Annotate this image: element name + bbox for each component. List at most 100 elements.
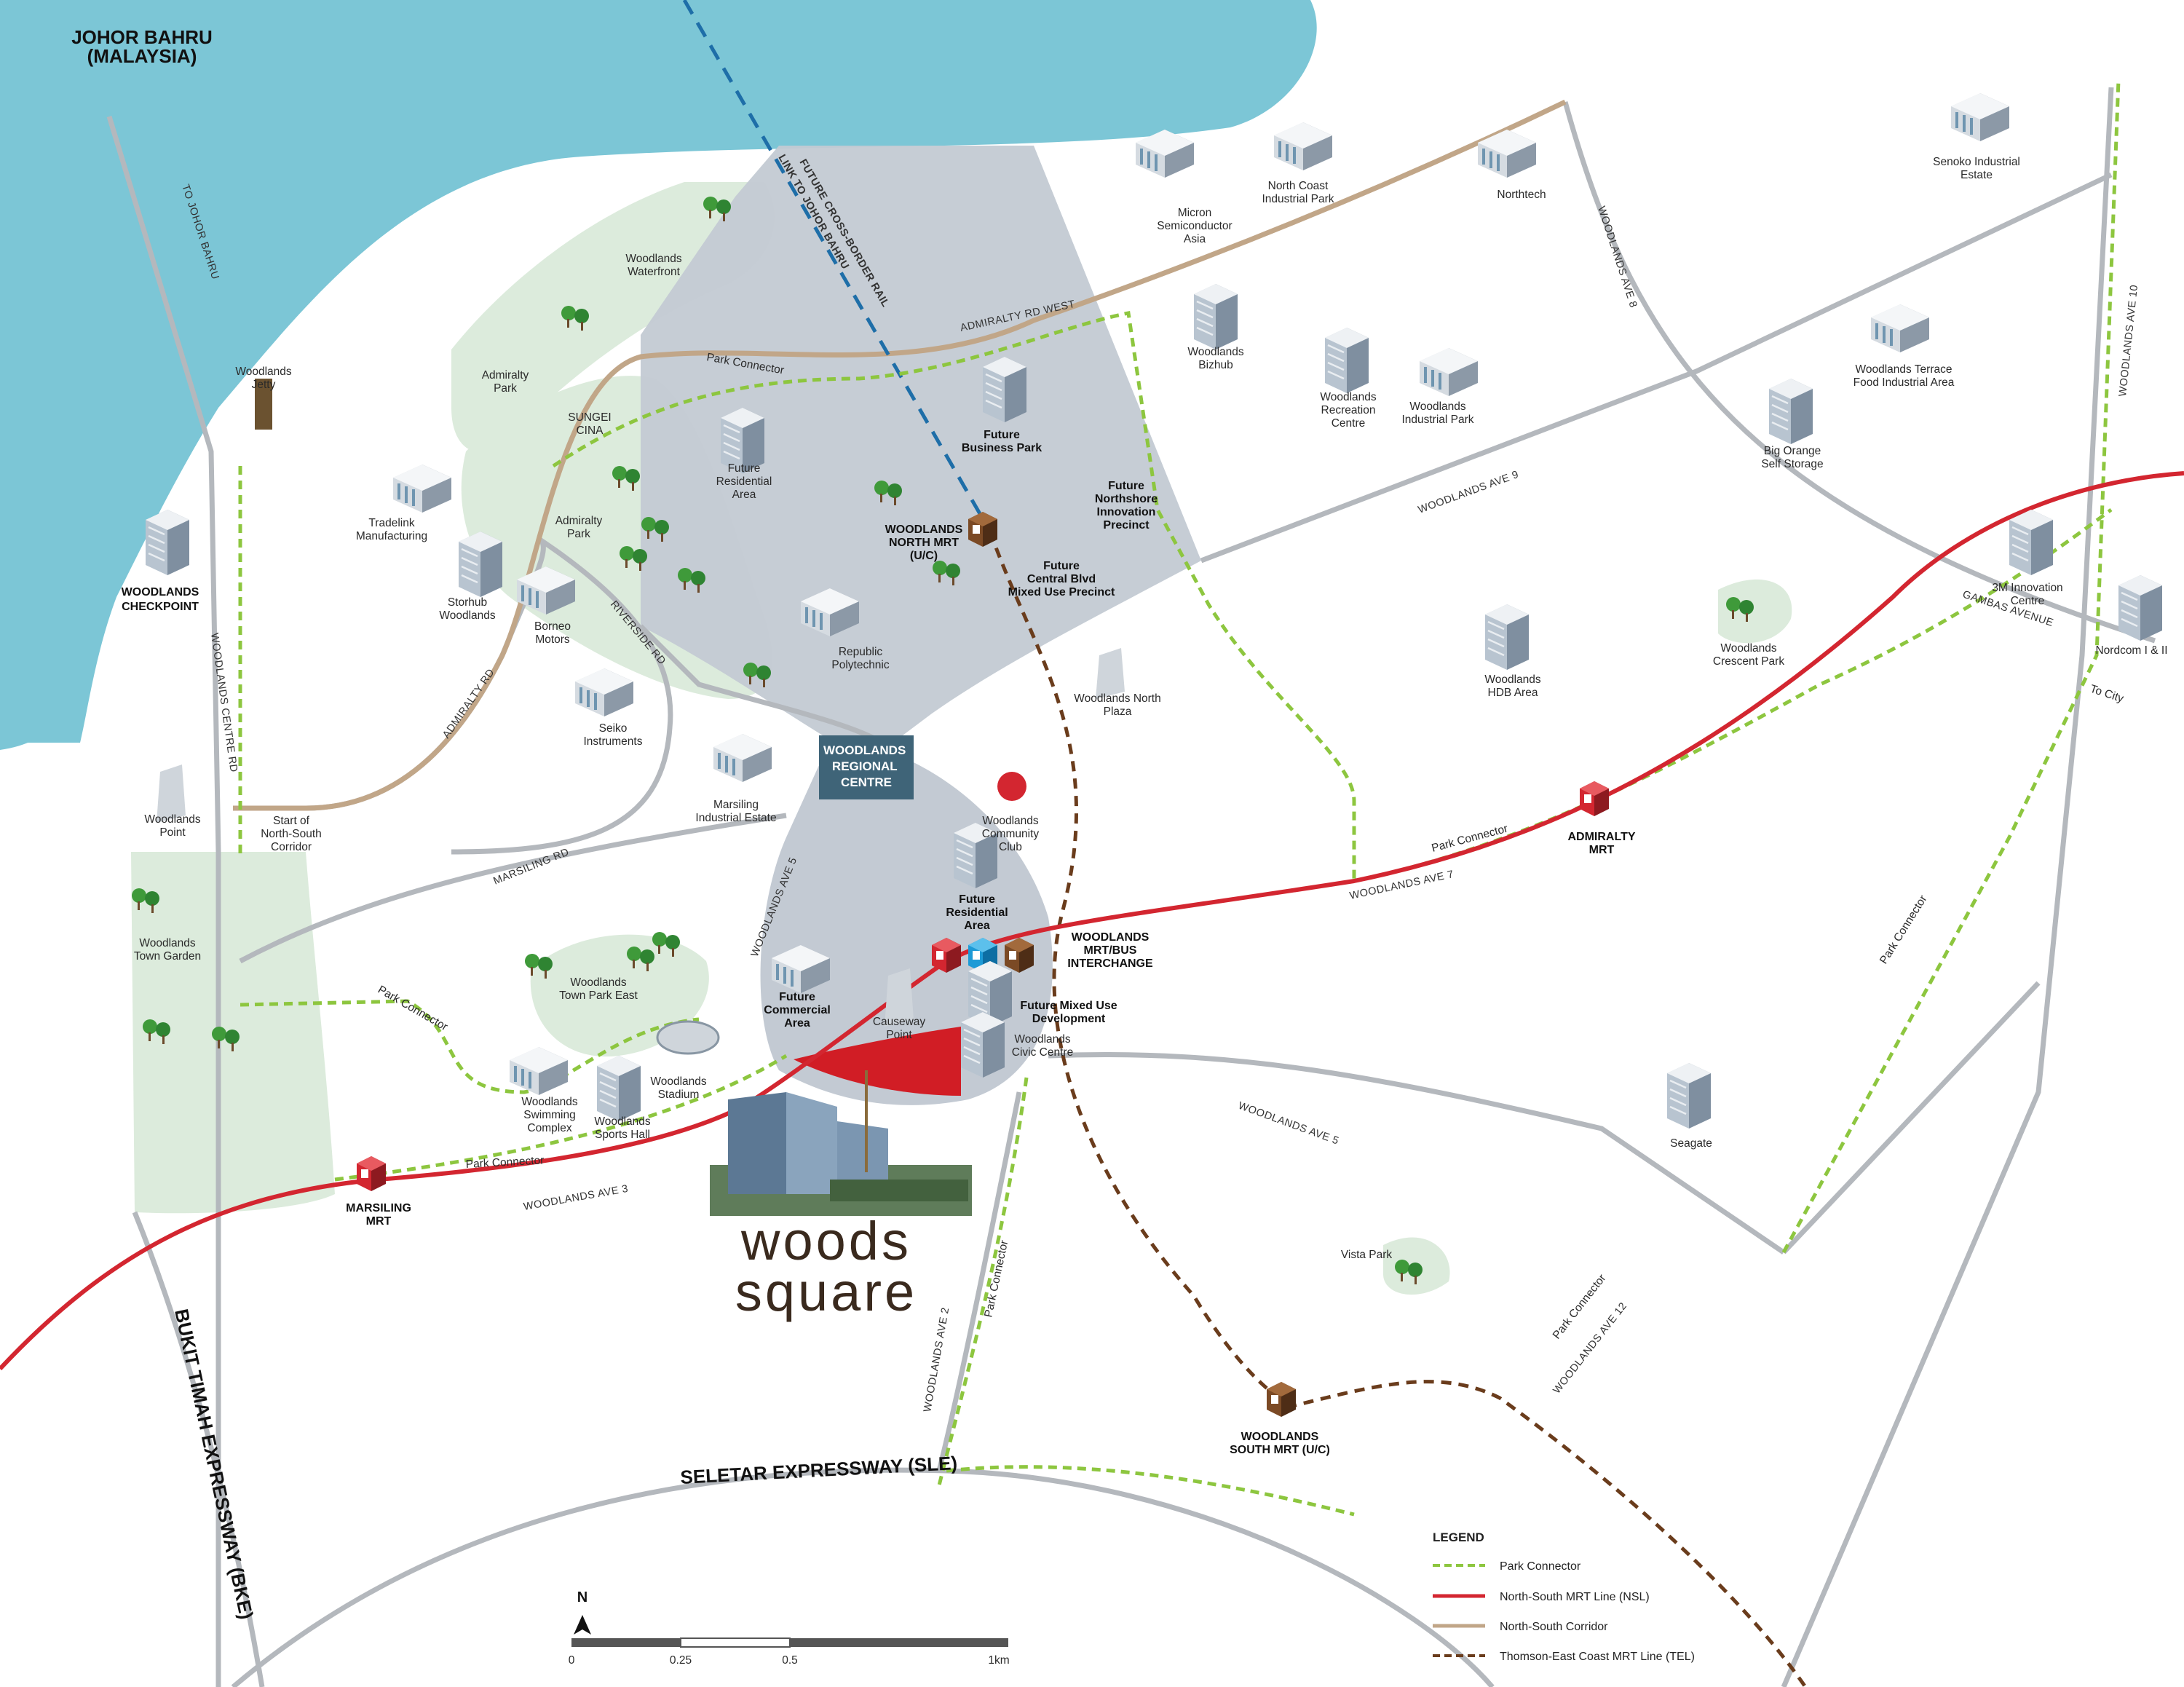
senoko-building-icon — [1950, 92, 2011, 143]
legend: LEGEND Park Connector North-South MRT Li… — [1433, 1530, 1695, 1663]
road-wcr — [106, 115, 221, 1687]
place-crescent: Crescent Park — [1713, 655, 1784, 668]
place-senoko: Senoko Industrial — [1933, 156, 2020, 168]
place-hdb: Woodlands — [1484, 673, 1541, 686]
checkpoint-tower-icon — [144, 508, 191, 577]
place-future-comm: Area — [784, 1017, 810, 1030]
road-label-bke: BUKIT TIMAH EXPRESSWAY (BKE) — [170, 1307, 258, 1621]
place-town-garden: Woodlands — [139, 937, 196, 949]
place-ncip: Industrial Park — [1262, 193, 1334, 205]
place-northshore: Precinct — [1103, 519, 1150, 532]
road-label-admiralty-rd: ADMIRALTY RD — [440, 667, 497, 740]
road-ave9 — [1200, 172, 2113, 564]
road-label-ave2: WOODLANDS AVE 2 — [922, 1306, 951, 1413]
stadium-icon — [656, 1020, 720, 1055]
place-crescent: Woodlands — [1720, 642, 1777, 655]
road-label-ave12: WOODLANDS AVE 12 — [1551, 1300, 1630, 1396]
place-seiko: Seiko — [599, 722, 628, 735]
brand-square: square — [735, 1262, 917, 1322]
place-future-res-2: Residential — [946, 906, 1008, 919]
admiralty-mrt-icon — [1580, 781, 1609, 816]
place-future-res-2: Future — [959, 893, 995, 906]
place-marsiling-ind: Marsiling — [713, 799, 759, 811]
marsiling-building-icon — [712, 732, 773, 783]
place-future-res-2: Area — [964, 920, 990, 932]
place-cc: Community — [982, 828, 1040, 840]
place-start-nsc: Corridor — [271, 841, 312, 853]
road-label-pc-w: Park Connector — [376, 984, 450, 1034]
svg-text:JOHOR BAHRU(MALAYSIA): JOHOR BAHRU(MALAYSIA) — [71, 26, 213, 67]
wip-building-icon — [1418, 347, 1479, 398]
place-swim: Woodlands — [521, 1096, 578, 1108]
place-future-res: Residential — [716, 475, 772, 488]
regional-centre-badge — [819, 735, 914, 799]
place-stadium: Woodlands — [650, 1075, 707, 1088]
place-rec: Recreation — [1321, 404, 1376, 416]
place-cc: Club — [999, 841, 1022, 853]
place-3m: Centre — [2011, 595, 2045, 607]
north-south-corridor — [233, 99, 1567, 811]
legend-title: LEGEND — [1433, 1530, 1484, 1544]
place-future-bp: Business Park — [962, 442, 1042, 454]
seiko-building-icon — [574, 667, 635, 718]
place-swim: Complex — [527, 1122, 571, 1134]
place-town-garden: Town Garden — [134, 950, 201, 963]
road-gambas — [1562, 101, 2156, 644]
pc-vertical — [937, 1077, 1029, 1486]
place-northshore: Future — [1108, 480, 1144, 492]
road-label-ave9: WOODLANDS AVE 9 — [1417, 469, 1521, 516]
road-label-ave7: WOODLANDS AVE 7 — [1349, 869, 1455, 902]
place-bizhub: Bizhub — [1198, 359, 1233, 371]
place-admiralty-mrt: ADMIRALTY — [1567, 831, 1635, 843]
waterfront-park — [451, 182, 775, 452]
road-label-pc-s: Park Connector — [465, 1154, 544, 1171]
hdb-tower-icon — [1484, 603, 1530, 671]
woods-square-render — [710, 1070, 972, 1216]
north-arrow: N — [574, 1589, 591, 1635]
road-label-ave5-b: WOODLANDS AVE 5 — [1237, 1100, 1341, 1147]
place-big-orange: Big Orange — [1764, 445, 1821, 457]
road-ave10 — [1781, 87, 2114, 1687]
place-micron: Micron — [1178, 207, 1212, 219]
place-cc: Woodlands — [982, 815, 1039, 827]
terrace-building-icon — [1870, 303, 1931, 354]
place-micron: Asia — [1184, 233, 1206, 245]
scale-tick: 0.5 — [782, 1654, 798, 1667]
future-bp-tower-icon — [981, 355, 1028, 424]
place-woodlands-point: Woodlands — [144, 813, 201, 826]
place-causeway: Point — [886, 1029, 912, 1041]
place-future-res: Future — [728, 462, 761, 475]
regional-centre-line: REGIONAL — [832, 759, 897, 773]
place-central-blvd: Future — [1043, 560, 1080, 572]
place-woodlands-point: Point — [159, 826, 186, 839]
place-marsiling-mrt: MARSILING — [346, 1202, 411, 1214]
place-northshore: Innovation — [1097, 506, 1156, 518]
tradelink-building-icon — [392, 463, 453, 514]
place-admiralty-park: Admiralty — [555, 515, 603, 527]
woodlands-mrt-icon — [932, 938, 961, 973]
